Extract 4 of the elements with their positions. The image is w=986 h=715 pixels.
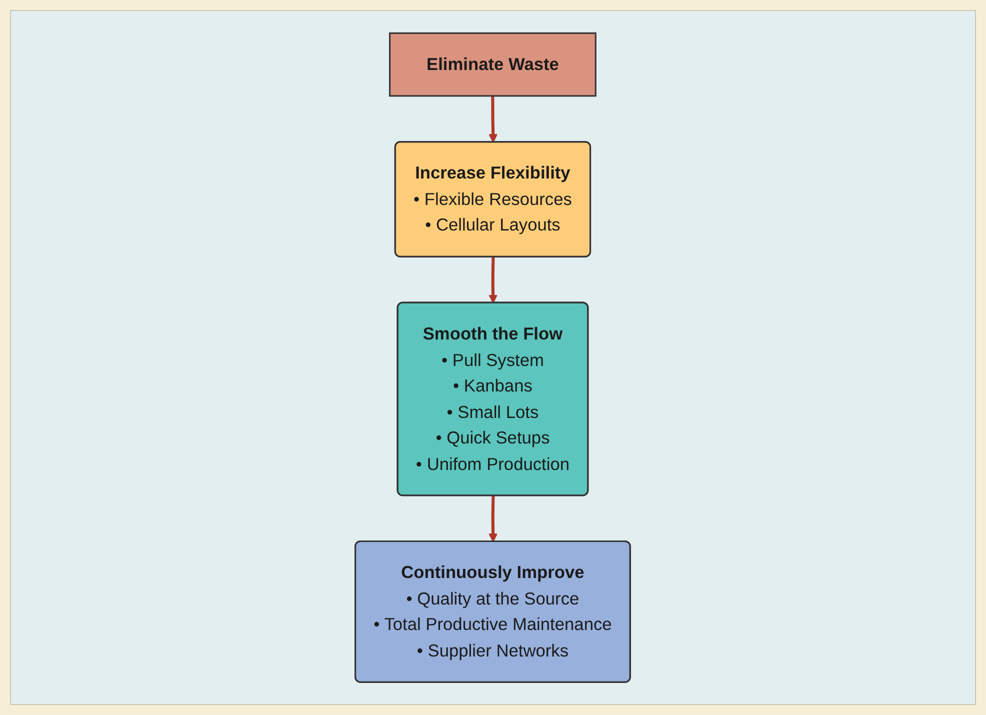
arrow (488, 96, 498, 143)
node-box: Eliminate Waste (389, 32, 597, 97)
arrow (488, 496, 498, 542)
arrow (488, 256, 498, 304)
